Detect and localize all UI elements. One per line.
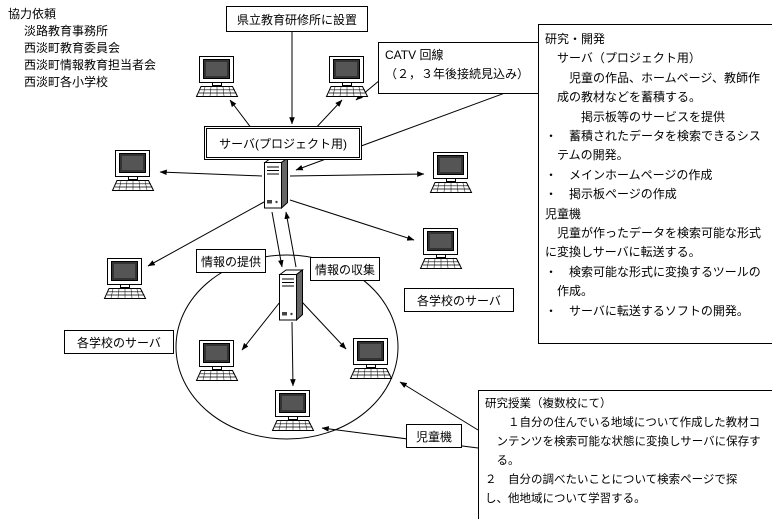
link-school-server-pc8 — [290, 321, 296, 387]
research-line: ・ 蓄積されたデータを検索できるシス — [545, 129, 761, 144]
research-line: ・ メインホームページの作成 — [545, 167, 713, 182]
school-server-label-left: 各学校のサーバ — [64, 330, 174, 354]
research-line: テムの開発。 — [545, 148, 629, 163]
desktop-computer-icon — [272, 390, 314, 431]
cooperation-item: 淡路教育事務所 — [24, 24, 109, 38]
node-icons — [104, 56, 472, 431]
arrow-lesson-to-pc9 — [399, 381, 479, 431]
children-network-ellipse — [175, 254, 399, 440]
research-line: に変換しサーバに転送する。 — [545, 245, 701, 260]
research-line: ・ 検索可能な形式に変換するツールの — [545, 264, 761, 279]
cooperation-item: 西淡町教育委員会 — [24, 41, 121, 55]
research-line: サーバ（プロジェクト用） — [545, 51, 701, 66]
research-line: 作成。 — [545, 284, 594, 299]
link-school-server-pc9 — [301, 301, 347, 350]
lesson-line: る。 — [485, 455, 520, 467]
desktop-computer-icon — [104, 258, 146, 299]
lesson-line: ２ 自分の調べたいことについて検索ページで探 — [485, 474, 738, 486]
catv-line-box: CATV 回線 （２，３年後接続見込み） — [378, 42, 544, 94]
research-line: ・ 掲示板ページの作成 — [545, 187, 677, 202]
server-tower-icon — [264, 157, 288, 209]
arrow-info-provide-down — [271, 211, 284, 268]
research-lesson-box: 研究授業（複数校にて） １自分の住んでいる地域について作成した教材コ ンテンツを… — [478, 390, 772, 519]
cooperation-item: 西淡町情報教育担当者会 — [24, 58, 157, 72]
link-server-pc-lowerright — [289, 199, 415, 241]
child-machine-label: 児童機 — [406, 424, 462, 448]
research-line: 児童が作ったデータを検索可能な形式 — [545, 226, 762, 241]
catv-line-note: （２，３年後接続見込み） — [385, 67, 530, 81]
installed-location-box: 県立教育研修所に設置 — [226, 6, 368, 32]
desktop-computer-icon — [196, 340, 238, 381]
link-server-pc-right — [289, 171, 425, 177]
lesson-line: １自分の住んでいる地域について作成した教材コ — [485, 417, 761, 429]
info-collect-label: 情報の収集 — [310, 257, 380, 281]
desktop-computer-icon — [350, 338, 392, 379]
link-school-server-pc7 — [241, 301, 281, 351]
info-provide-label: 情報の提供 — [196, 249, 266, 273]
research-line: 掲示板等のサービスを提供 — [545, 109, 726, 124]
lesson-line: 研究授業（複数校にて） — [485, 398, 612, 410]
lesson-line: ンテンツを検索可能な状態に変換しサーバに保存す — [485, 436, 761, 448]
lesson-line: し、他地域について学習する。 — [485, 493, 646, 505]
desktop-computer-icon — [420, 228, 462, 269]
desktop-computer-icon — [430, 152, 472, 193]
research-line: ・ サーバに転送するソフトの開発。 — [545, 303, 749, 318]
research-line: 成の教材などを蓄積する。 — [545, 90, 702, 105]
research-line: 児童の作品、ホームページ、教師作 — [545, 70, 761, 85]
cooperation-list: 協力依頼 淡路教育事務所 西淡町教育委員会 西淡町情報教育担当者会 西淡町各小学… — [8, 6, 198, 91]
research-line: 児童機 — [545, 206, 582, 221]
research-line: 研究・開発 — [545, 32, 606, 46]
cooperation-title: 協力依頼 — [8, 7, 57, 21]
link-server-pc-left — [159, 169, 263, 177]
desktop-computer-icon — [112, 150, 154, 191]
link-server-pc-lowerleft — [147, 201, 265, 267]
catv-line-text: CATV 回線 — [385, 48, 444, 62]
desktop-computer-icon — [196, 56, 238, 97]
research-development-box: 研究・開発 サーバ（プロジェクト用） 児童の作品、ホームページ、教師作 成の教材… — [538, 24, 772, 344]
project-server-box: サーバ(プロジェクト用) — [204, 126, 362, 160]
desktop-computer-icon — [326, 56, 368, 97]
arrow-info-collect-up — [284, 211, 297, 268]
cooperation-item: 西淡町各小学校 — [24, 75, 109, 89]
school-server-label-right: 各学校のサーバ — [404, 288, 514, 312]
server-tower-icon — [279, 269, 303, 321]
